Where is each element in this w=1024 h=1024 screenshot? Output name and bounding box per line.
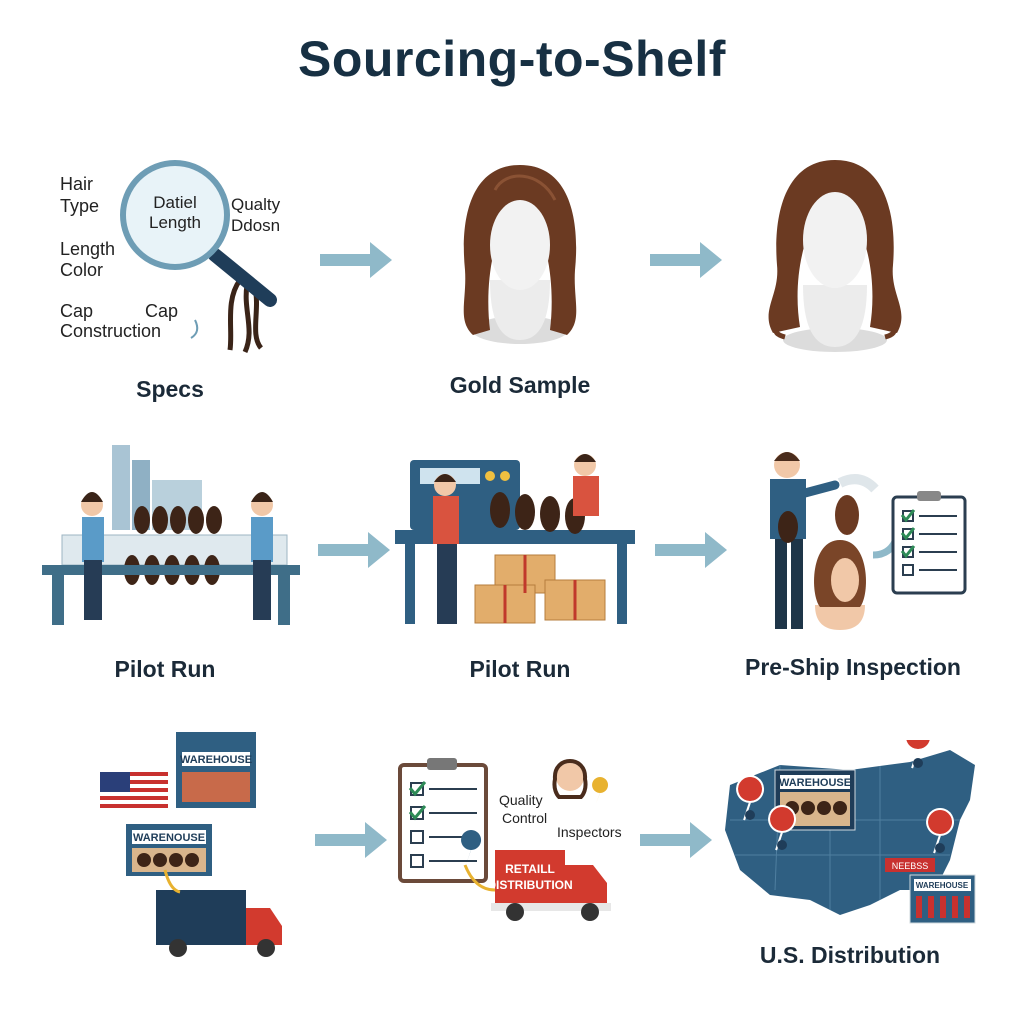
us-distribution-map-illustration: WAREHOUSE NEEBSS WAREHOUSE xyxy=(725,740,976,924)
quality-label-1: Qualty xyxy=(231,195,281,214)
map-warehouse-building-sign: WAREHOUSE xyxy=(916,881,969,890)
inspectors-label: Inspectors xyxy=(557,824,622,840)
cap-label-2: Cap xyxy=(145,301,178,321)
arrow-right-icon xyxy=(640,822,712,858)
cap-construction-label: Construction xyxy=(60,321,161,341)
arrow-right-icon xyxy=(320,242,392,278)
us-flag-icon xyxy=(100,772,168,812)
map-warehouse-sign: WAREHOUSE xyxy=(779,777,851,789)
qc-label-1: Quality xyxy=(499,792,543,808)
diagram-title: Sourcing-to-Shelf xyxy=(298,31,726,87)
pilot-run-factory-illustration xyxy=(42,445,300,625)
qc-label-2: Control xyxy=(502,810,547,826)
warehouse-sign-mid: WARENOUSE xyxy=(133,832,205,844)
step-label-gold-sample: Gold Sample xyxy=(449,372,591,398)
hair-type-label-2: Type xyxy=(60,196,99,216)
step-label-pilot-run-1: Pilot Run xyxy=(114,656,216,682)
length-color-label-1: Length xyxy=(60,239,115,259)
quality-label-2: Ddosn xyxy=(231,216,280,235)
map-sign-text: NEEBSS xyxy=(892,861,929,871)
pre-ship-inspection-illustration xyxy=(770,452,967,630)
truck-text-2: DISTRIBUTION xyxy=(487,878,572,892)
lens-text-1: Datiel xyxy=(153,193,196,212)
step-label-pre-ship-inspection: Pre-Ship Inspection xyxy=(745,654,961,680)
pilot-run-production-illustration xyxy=(395,454,635,624)
lens-text-2: Length xyxy=(149,213,201,232)
arrow-right-icon xyxy=(655,532,727,568)
arrow-right-icon xyxy=(650,242,722,278)
gold-sample-wig-illustration xyxy=(463,165,577,344)
arrow-right-icon xyxy=(315,822,387,858)
step-label-pilot-run-2: Pilot Run xyxy=(469,656,571,682)
specs-magnifier-illustration: Hair Type Length Color Cap Cap Construct… xyxy=(60,160,281,354)
cap-label-1: Cap xyxy=(60,301,93,321)
truck-text-1: RETAILL xyxy=(505,862,555,876)
step-label-specs: Specs xyxy=(136,376,204,402)
import-warehouse-illustration: WAREHOUSE WARENOUSE xyxy=(100,732,282,957)
step-label-us-distribution: U.S. Distribution xyxy=(759,942,941,968)
length-color-label-2: Color xyxy=(60,260,103,280)
arrow-right-icon xyxy=(318,532,390,568)
quality-control-distribution-illustration: Quality Control Inspectors RETAILL DISTR… xyxy=(398,758,622,921)
warehouse-sign-top: WAREHOUSE xyxy=(180,754,252,766)
approved-wig-illustration xyxy=(768,160,902,352)
hair-type-label-1: Hair xyxy=(60,174,93,194)
